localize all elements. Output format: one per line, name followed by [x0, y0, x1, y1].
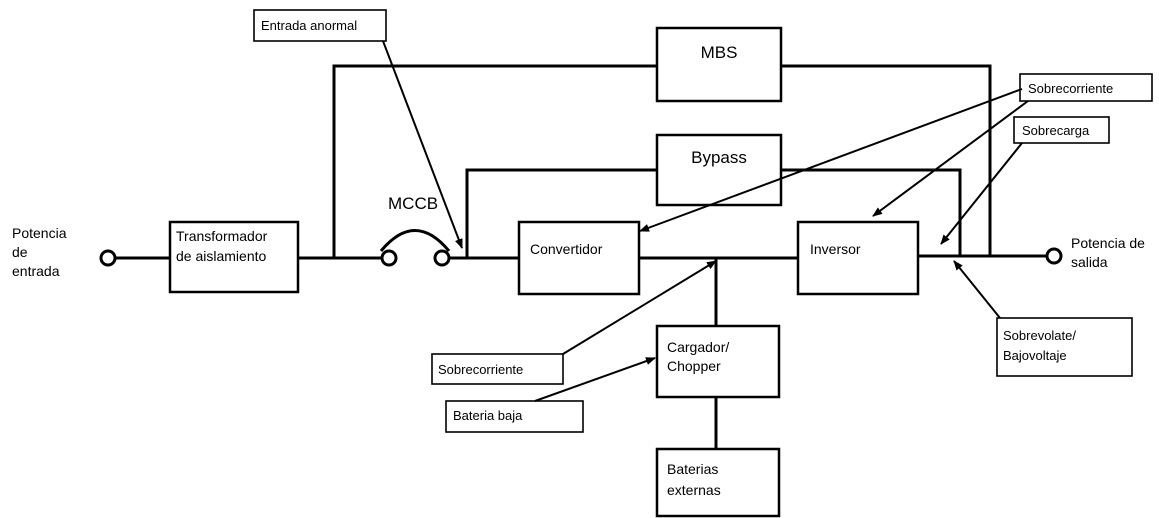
bypass-block: Bypass [655, 133, 783, 207]
transformer-label-1: Transformador [176, 228, 268, 244]
mbs-label: MBS [701, 43, 738, 62]
converter-label: Convertidor [530, 241, 603, 257]
abnormal-input-tag: Entrada anormal [253, 9, 387, 42]
bypass-label: Bypass [691, 148, 747, 167]
mbs-block: MBS [655, 26, 783, 103]
voltage-tag: Sobrevolate/ Bajovoltaje [996, 317, 1133, 377]
inverter-block: Inversor [796, 220, 920, 296]
mccb-switch-arc [379, 229, 451, 252]
mbs-wire-right [781, 64, 992, 256]
bypass-wire-left [465, 168, 657, 258]
voltage-arrow [953, 260, 1001, 319]
input-terminal [99, 249, 117, 267]
voltage-label-1: Sobrevolate/ [1003, 328, 1076, 343]
batteries-block: Baterias externas [655, 447, 781, 518]
overcurrent-to-converter-arrow [639, 88, 1023, 232]
charger-label-1: Cargador/ [667, 339, 729, 355]
output-label-2: salida [1071, 254, 1108, 270]
output-label-1: Potencia de [1071, 235, 1145, 251]
wiring [115, 64, 1046, 449]
bypass-wire-right [781, 168, 962, 256]
mccb-right-terminal [433, 249, 451, 267]
output-terminal [1045, 247, 1063, 265]
inverter-label: Inversor [810, 241, 861, 257]
converter-block: Convertidor [517, 220, 641, 296]
transformer-label-2: de aislamiento [176, 248, 266, 264]
low-battery-arrow [534, 357, 656, 402]
overload-label: Sobrecarga [1022, 123, 1090, 138]
charger-label-2: Chopper [667, 358, 721, 374]
mccb-left-terminal [380, 249, 398, 267]
abnormal-input-arrow [382, 40, 463, 249]
overcurrent-to-inverter-arrow [872, 100, 1029, 217]
batteries-label-1: Baterias [667, 461, 718, 477]
batteries-label-2: externas [667, 482, 721, 498]
input-label-2: de [12, 244, 28, 260]
abnormal-input-label: Entrada anormal [261, 18, 357, 33]
voltage-label-2: Bajovoltaje [1003, 348, 1067, 363]
charger-block: Cargador/ Chopper [655, 324, 781, 399]
mbs-wire-left [332, 64, 657, 258]
converter-overcurrent-arrow [562, 260, 717, 355]
alarm-arrows [382, 40, 1029, 402]
overcurrent-output-label: Sobrecorriente [1028, 81, 1113, 96]
overload-tag: Sobrecarga [1013, 116, 1110, 144]
transformer-block: Transformador de aislamiento [168, 220, 300, 294]
low-battery-tag: Bateria baja [445, 400, 584, 433]
input-label-3: entrada [12, 263, 60, 279]
low-battery-label: Bateria baja [453, 408, 523, 423]
overload-arrow [940, 142, 1023, 245]
overcurrent-converter-tag: Sobrecorriente [431, 353, 564, 385]
input-label-1: Potencia [12, 225, 67, 241]
output-power-label: Potencia de salida [1071, 235, 1145, 270]
mccb-label: MCCB [388, 194, 438, 213]
overcurrent-output-tag: Sobrecorriente [1019, 73, 1153, 102]
overcurrent-converter-label: Sobrecorriente [438, 362, 523, 377]
input-power-label: Potencia de entrada [12, 225, 67, 279]
